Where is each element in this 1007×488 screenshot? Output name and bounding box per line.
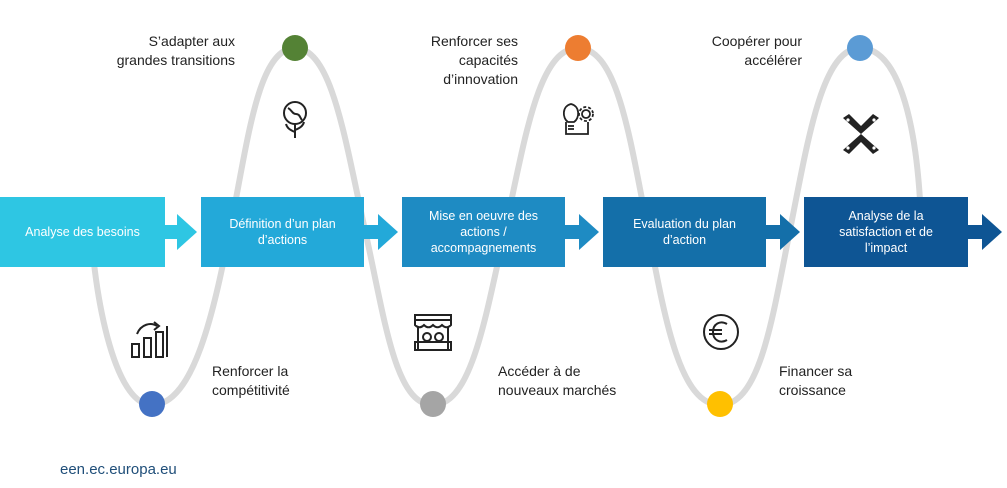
- step-arrow: [780, 214, 800, 250]
- dot-competitivite: [139, 391, 165, 417]
- step-analyse-satisfaction: Analyse de la satisfaction et de l’impac…: [804, 197, 968, 267]
- footer-url[interactable]: een.ec.europa.eu: [60, 461, 177, 478]
- dot-cooperer: [847, 35, 873, 61]
- dot-transitions: [282, 35, 308, 61]
- step-arrow: [378, 214, 398, 250]
- step-arrow-stem: [565, 225, 579, 239]
- step-evaluation-plan: Evaluation du plan d’action: [603, 197, 766, 267]
- step-arrow: [579, 214, 599, 250]
- step-mise-en-oeuvre: Mise en oeuvre des actions / accompagnem…: [402, 197, 565, 267]
- dot-innovation: [565, 35, 591, 61]
- step-arrow-stem: [766, 225, 780, 239]
- lightbulb-gear-icon: [562, 103, 594, 135]
- label-innovation: Renforcer ses capacités d’innovation: [430, 33, 518, 87]
- plant-globe-icon: [283, 101, 307, 138]
- label-cooperer: Coopérer pour accélérer: [711, 33, 802, 68]
- market-stall-icon: [414, 314, 452, 351]
- step-arrow: [982, 214, 1002, 250]
- label-marches: Accéder à de nouveaux marchés: [498, 363, 617, 398]
- dot-marches: [420, 391, 446, 417]
- label-transitions: S’adapter aux grandes transitions: [116, 33, 235, 68]
- step-arrow-stem: [165, 225, 177, 239]
- euro-coin-icon: [703, 314, 739, 350]
- step-arrow-stem: [968, 225, 982, 239]
- bar-chart-growth-icon: [131, 321, 168, 358]
- hands-together-icon: [843, 114, 879, 154]
- step-arrow: [177, 214, 197, 250]
- label-competitivite: Renforcer la compétitivité: [212, 363, 290, 398]
- step-definition-plan: Définition d’un plan d’actions: [201, 197, 364, 267]
- label-financer: Financer sa croissance: [779, 363, 853, 398]
- dot-financer: [707, 391, 733, 417]
- step-analyse-besoins: Analyse des besoins: [0, 197, 165, 267]
- step-arrow-stem: [364, 225, 378, 239]
